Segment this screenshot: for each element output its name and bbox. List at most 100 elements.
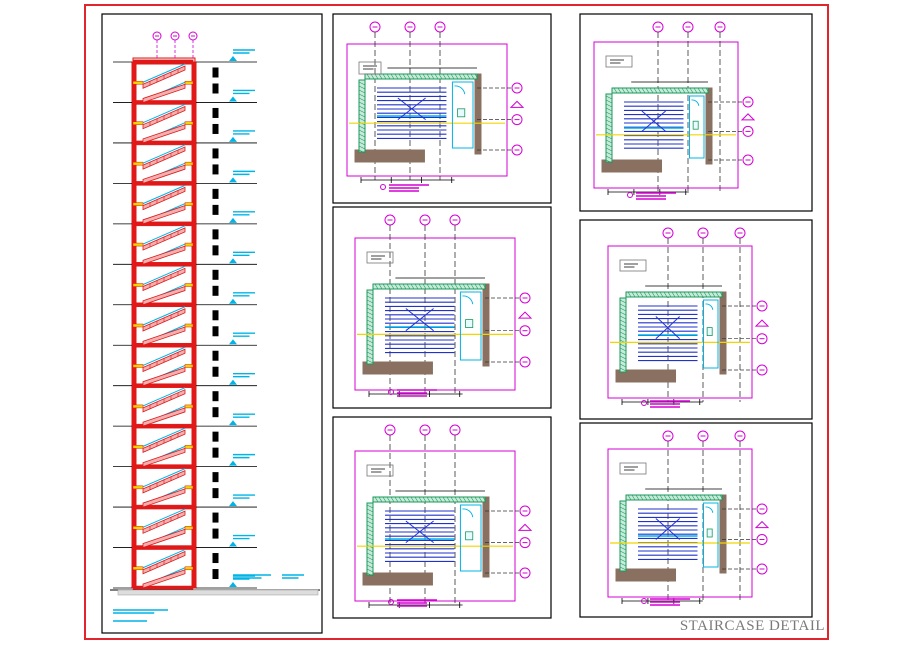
wall-hatch (366, 311, 374, 316)
plan-grid-bubble (449, 424, 461, 436)
wall-hatch (619, 550, 627, 555)
section-window (212, 269, 219, 280)
section-grid-bubble (152, 31, 162, 41)
wall-hatch (619, 335, 627, 340)
wall-hatch (705, 87, 710, 94)
wall-hatch (482, 283, 487, 290)
wall-hatch (474, 73, 479, 80)
plan-side-bubble (742, 96, 754, 108)
wall-hatch (605, 123, 613, 128)
wall-hatch (617, 87, 622, 94)
wall-hatch (605, 119, 613, 124)
wall-hatch (366, 319, 374, 324)
plan-door-swing (705, 303, 714, 310)
wall-hatch (470, 496, 475, 503)
section-window (212, 350, 219, 361)
staircase-section (101, 13, 323, 634)
level-marker (229, 379, 237, 385)
wall-hatch (366, 323, 374, 328)
plan-caption-mark (388, 389, 394, 395)
section-slab (132, 59, 194, 65)
railing (142, 387, 186, 407)
wall-hatch (430, 283, 435, 290)
plan-2 (354, 214, 533, 397)
wall-hatch (450, 496, 455, 503)
wall-hatch (390, 283, 395, 290)
wall-hatch (619, 522, 627, 527)
railing (142, 549, 186, 569)
section-ground-note (233, 574, 271, 579)
plan-6 (607, 430, 770, 606)
wall-hatch (651, 291, 656, 298)
stair-break-line (405, 520, 434, 543)
wall-hatch (605, 139, 613, 144)
level-annotation (233, 453, 255, 459)
wall-hatch (649, 87, 654, 94)
wall-hatch (358, 125, 366, 130)
wall-hatch (394, 73, 399, 80)
wall-hatch (358, 137, 366, 142)
wall-hatch (366, 556, 374, 561)
wall-hatch (414, 283, 419, 290)
wall-hatch (693, 87, 698, 94)
plan-section-marker (754, 319, 770, 327)
section-slab (132, 262, 194, 267)
wall-hatch (482, 496, 487, 503)
stair-break-line (405, 308, 434, 332)
landing (184, 404, 194, 409)
section-slab (132, 545, 194, 550)
plan-grid-bubble (434, 21, 446, 33)
landing (184, 526, 194, 530)
plan-slab (601, 159, 663, 173)
wall-hatch (378, 496, 383, 503)
wall-hatch (619, 307, 627, 312)
plan-outline (346, 43, 508, 177)
plan-column (482, 283, 490, 367)
plan-lift (451, 81, 474, 149)
section-window (212, 310, 219, 321)
wall-hatch (366, 343, 374, 348)
landing (132, 526, 144, 530)
wall-hatch (605, 111, 613, 116)
plan-door-swing (462, 295, 474, 305)
section-window (212, 431, 219, 442)
railing (142, 63, 186, 83)
plan-door-swing (454, 85, 466, 95)
level-annotation (233, 292, 255, 297)
wall-hatch (687, 291, 692, 298)
wall-hatch (667, 291, 672, 298)
plan-lift (689, 95, 705, 159)
section-grid-bubble (188, 31, 198, 41)
section-window (212, 326, 219, 337)
section-slab (132, 383, 194, 388)
plan-side-bubble (519, 292, 531, 304)
landing (184, 364, 194, 368)
wall-hatch (442, 283, 447, 290)
landing (132, 80, 144, 85)
wall-hatch (605, 143, 613, 148)
section-slab (132, 423, 194, 429)
section-slab (132, 464, 194, 469)
wall-hatch (619, 311, 627, 316)
wall-hatch (398, 283, 403, 290)
wall-hatch (619, 347, 627, 352)
plan-side-bubble (511, 114, 523, 126)
wall-hatch (434, 73, 439, 80)
wall-hatch (619, 363, 627, 368)
wall-hatch (366, 512, 374, 517)
wall-hatch (454, 283, 459, 290)
wall-hatch (414, 73, 419, 80)
plan-grid-bubble (662, 430, 674, 442)
wall-hatch (619, 331, 627, 336)
wall-hatch (639, 291, 644, 298)
landing (184, 202, 194, 206)
plan-note-text (624, 466, 638, 471)
plan-door-swing (705, 506, 714, 513)
wall-hatch (366, 548, 374, 553)
landing (132, 485, 144, 490)
wall-hatch (366, 572, 374, 577)
level-annotation (233, 413, 255, 418)
plan-lift (703, 502, 719, 568)
plan-door-swing (691, 99, 700, 106)
wall-hatch (398, 496, 403, 503)
